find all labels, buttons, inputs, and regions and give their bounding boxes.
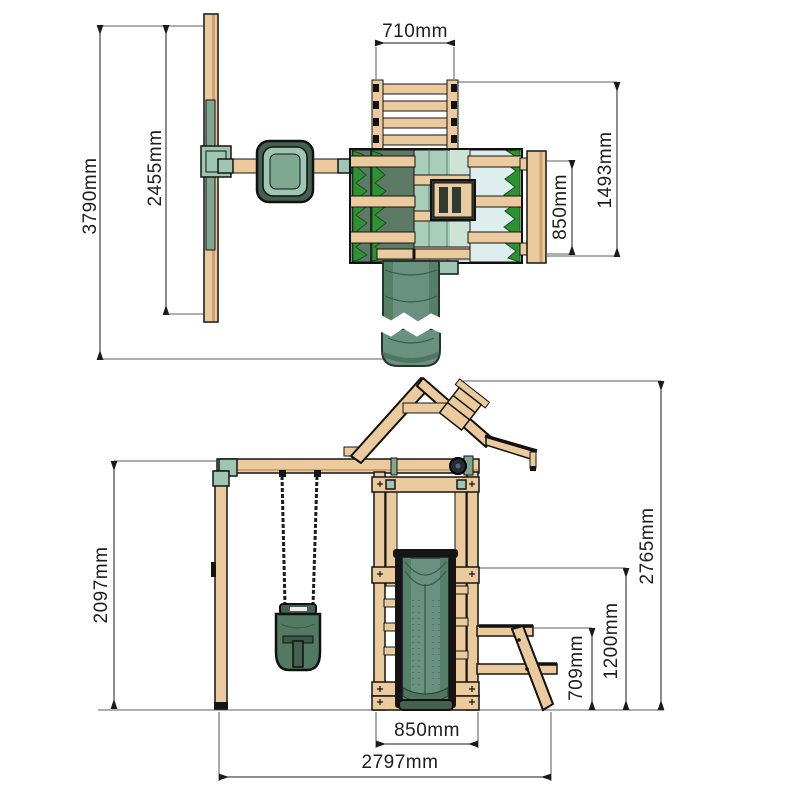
dim-label-side-plank-depth: 850mm — [550, 174, 571, 240]
dim-label-overall-width: 2797mm — [361, 752, 439, 773]
dim-label-step-height: 709mm — [566, 635, 587, 701]
chimney — [438, 378, 491, 432]
swing-chain-left — [280, 475, 287, 607]
ladder-joint-bolts — [373, 84, 457, 143]
side-view — [98, 377, 665, 781]
dim-label-tower-depth: 1493mm — [595, 131, 616, 209]
swing-chain-right — [311, 475, 319, 607]
baby-seat-plan — [255, 139, 315, 204]
roof-elevation — [343, 377, 538, 471]
dim-label-overall-height: 2765mm — [637, 507, 658, 585]
grab-handle — [390, 457, 398, 476]
steering-wheel — [449, 455, 474, 476]
tower-plan — [349, 148, 547, 264]
dim-label-tower-base-width: 850mm — [394, 720, 460, 741]
break-symbol — [377, 312, 445, 337]
top-view — [96, 13, 621, 367]
dim-label-overall-depth: 3790mm — [80, 157, 101, 235]
ladder-plan — [371, 79, 459, 154]
access-steps-elevation — [476, 624, 558, 712]
baby-seat-elevation — [274, 603, 322, 672]
dim-label-platform-height: 1200mm — [601, 602, 622, 680]
slide-plan — [376, 248, 471, 367]
dimension-lines-plan — [96, 25, 621, 360]
dim-label-ladder-width: 710mm — [382, 21, 448, 42]
swing-frame-elevation — [211, 458, 480, 710]
side-plank-plan — [519, 150, 547, 264]
dim-label-swing-frame-height: 2097mm — [91, 546, 112, 624]
frame-bolts — [377, 481, 475, 705]
dim-label-swing-beam-length: 2455mm — [145, 129, 166, 207]
tower-hatch-plan — [430, 179, 476, 221]
dimension-lines-elevation — [110, 380, 665, 781]
awning — [484, 434, 538, 471]
slide-elevation — [393, 549, 458, 711]
